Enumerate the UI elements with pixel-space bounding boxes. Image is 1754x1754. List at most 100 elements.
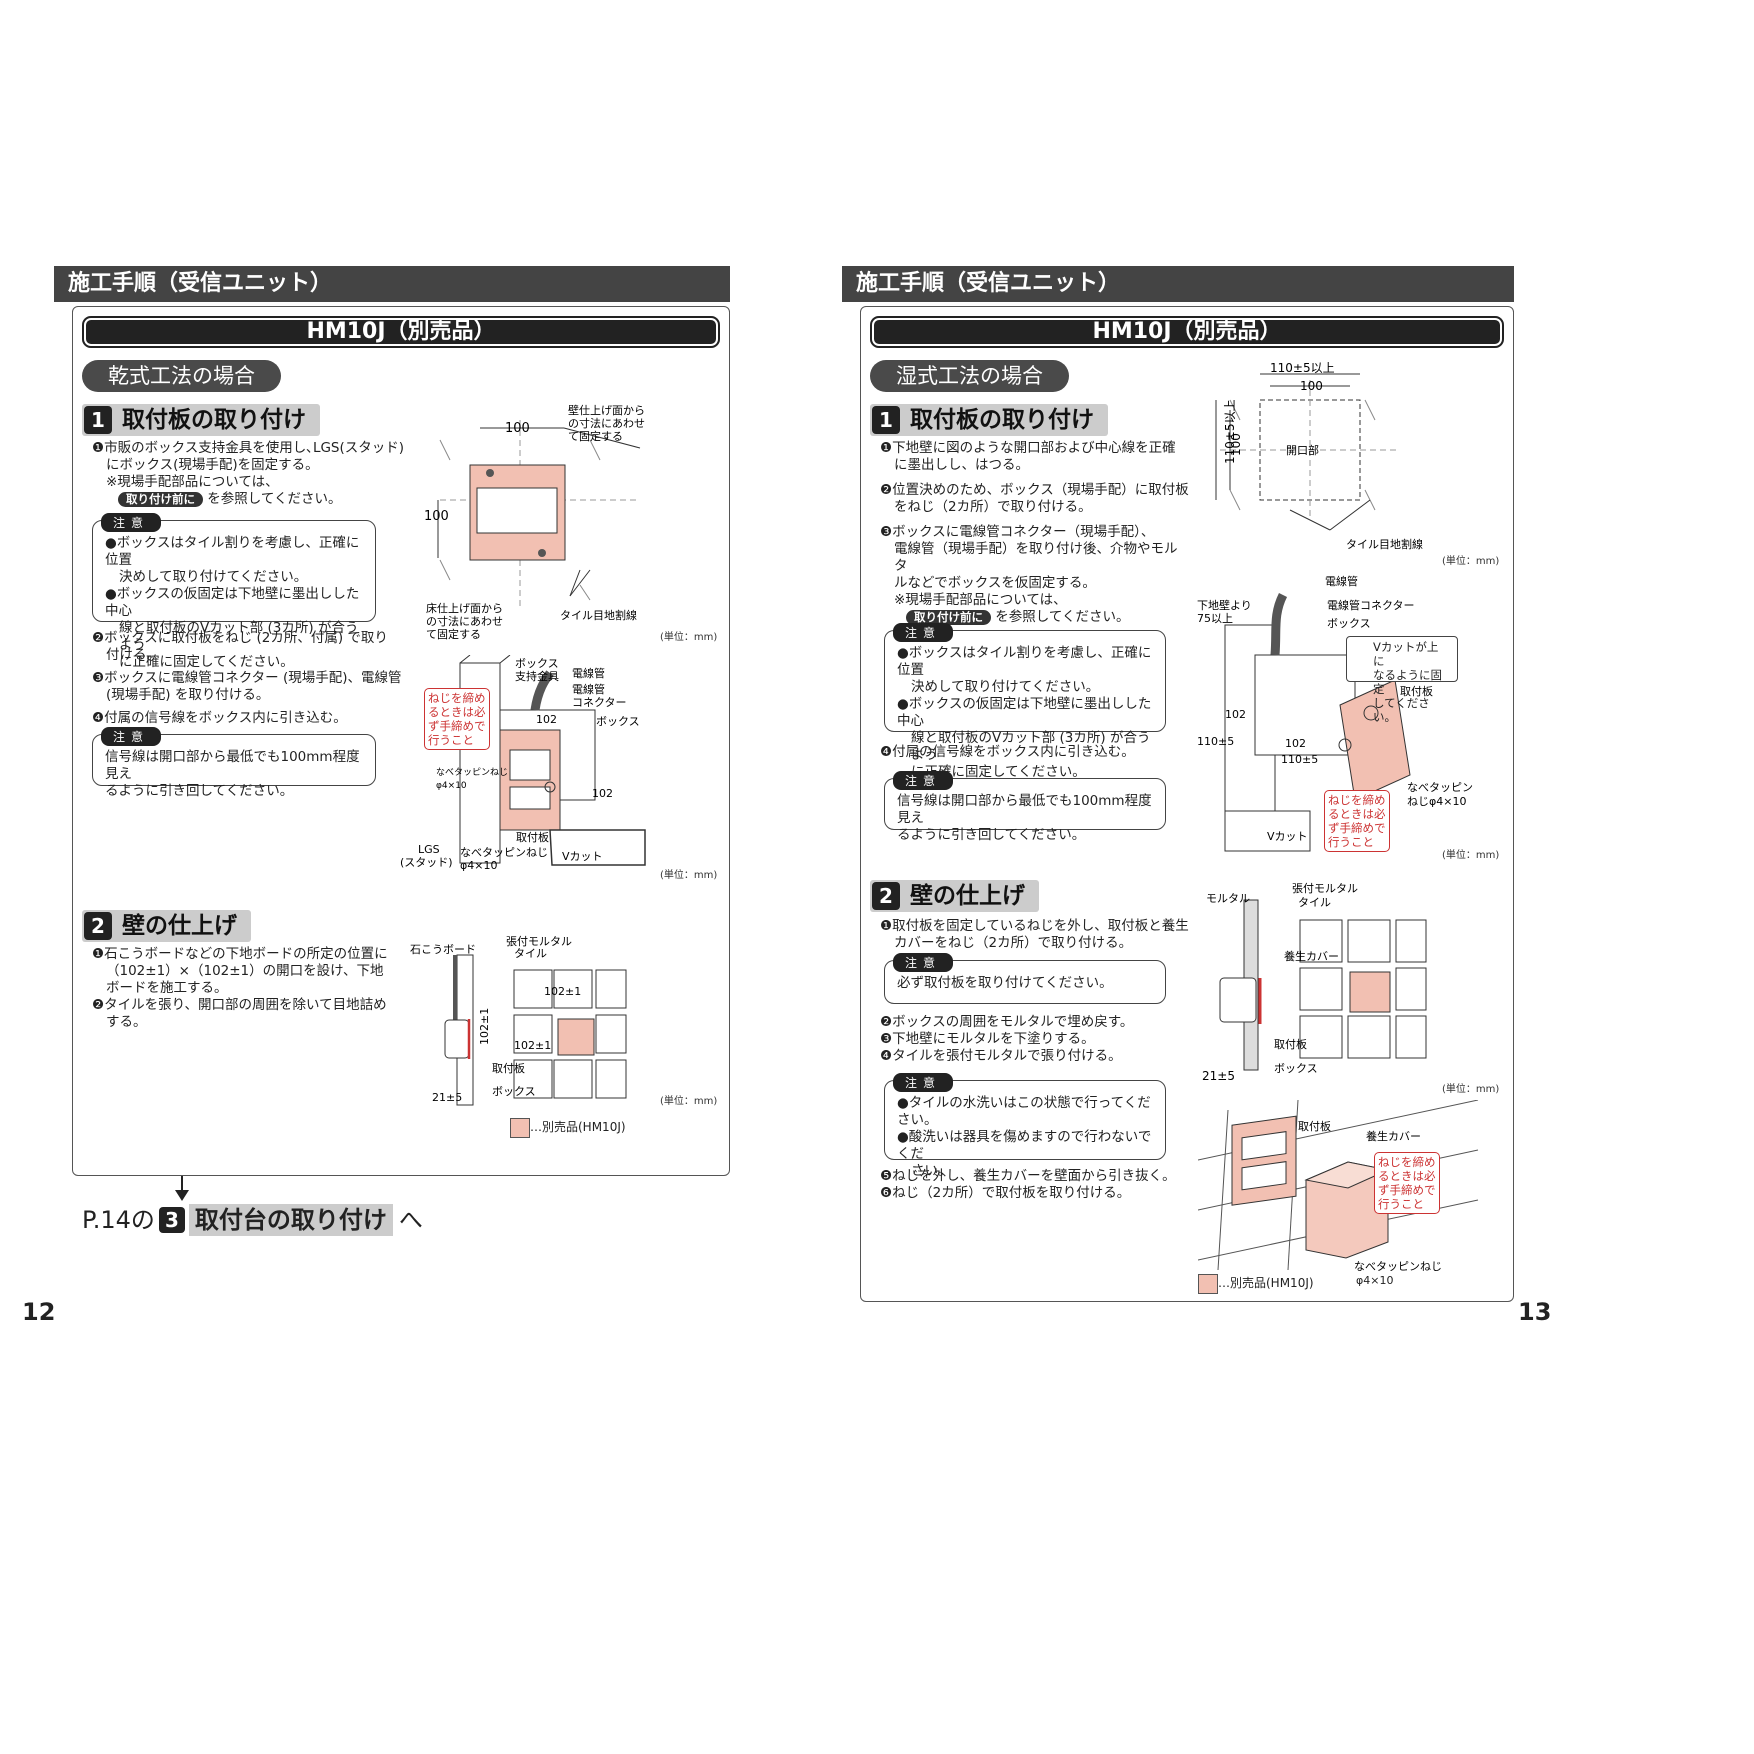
down-arrow-icon	[175, 1176, 189, 1201]
warning-callout: ねじを締めるときは必ず手締めで行うこと	[1374, 1152, 1440, 1214]
warning-callout: ねじを締めるときは必ず手締めで行うこと	[1324, 790, 1390, 852]
legend-swatch	[510, 1118, 530, 1138]
unit-label: (単位：mm)	[1442, 1084, 1500, 1095]
svg-text:下地壁より: 下地壁より	[1197, 598, 1252, 612]
svg-text:102: 102	[1285, 737, 1306, 750]
caution-box: 注意 ●タイルの水洗いはこの状態で行ってください。●酸洗いは器具を傷めますので行…	[884, 1073, 1166, 1179]
svg-text:102±1: 102±1	[478, 1008, 491, 1045]
unit-label: (単位：mm)	[660, 632, 718, 643]
step-heading: 2 壁の仕上げ	[82, 910, 251, 942]
instruction: ❶下地壁に図のような開口部および中心線を正確に墨出しし、はつる。 ❷位置決めのた…	[880, 440, 1189, 625]
svg-text:(スタッド): (スタッド)	[400, 856, 453, 869]
unit-label: (単位：mm)	[660, 870, 718, 881]
svg-text:石こうボード: 石こうボード	[410, 943, 476, 956]
svg-text:110±5以上: 110±5以上	[1270, 361, 1335, 375]
legend-label: …別売品(HM10J)	[1218, 1276, 1314, 1290]
svg-text:の寸法にあわせ: の寸法にあわせ	[426, 614, 503, 628]
section-header: 施工手順（受信ユニット）	[842, 266, 1514, 302]
method-label: 湿式工法の場合	[870, 360, 1069, 392]
warning-callout: ねじを締めるときは必ず手締めで行うこと	[424, 688, 490, 750]
step-heading: 1 取付板の取り付け	[82, 404, 320, 436]
svg-text:110±5: 110±5	[1197, 735, 1234, 748]
svg-text:ねじφ4×10: ねじφ4×10	[1407, 795, 1466, 808]
unit-label: (単位：mm)	[1442, 556, 1500, 567]
svg-text:なべタッピンねじ: なべタッピンねじ	[1354, 1260, 1442, 1273]
step-number: 2	[84, 912, 112, 940]
svg-text:取付板: 取付板	[1274, 1037, 1307, 1051]
svg-text:床仕上げ面から: 床仕上げ面から	[426, 601, 503, 615]
opening-dimension-diagram: 110±5以上 100 110±5以上 100 開口部 タイル目地割線	[1215, 361, 1423, 551]
svg-text:Vカット: Vカット	[1267, 830, 1308, 843]
svg-text:タイル目地割線: タイル目地割線	[560, 608, 637, 622]
svg-text:モルタル: モルタル	[1206, 892, 1250, 905]
method-label: 乾式工法の場合	[82, 360, 281, 392]
instruction: ❶取付板を固定しているねじを外し、取付板と養生カバーをねじ（2カ所）で取り付ける…	[880, 918, 1189, 951]
svg-text:取付板: 取付板	[1298, 1119, 1331, 1133]
svg-text:なべタッピン: なべタッピン	[1407, 781, 1473, 794]
instruction: ❷ボックスの周囲をモルタルで埋め戻す。❸下地壁にモルタルを下塗りする。❹タイルを…	[880, 1014, 1134, 1064]
svg-text:102: 102	[592, 787, 613, 800]
svg-text:102: 102	[1225, 708, 1246, 721]
svg-text:取付板: 取付板	[492, 1061, 525, 1075]
svg-text:75以上: 75以上	[1197, 612, 1233, 625]
svg-text:LGS: LGS	[418, 843, 440, 856]
unit-label: (単位：mm)	[1442, 850, 1500, 861]
instruction: ❶石こうボードなどの下地ボードの所定の位置に（102±1）×（102±1）の開口…	[92, 946, 388, 1030]
step-number: 2	[872, 882, 900, 910]
svg-text:102±1: 102±1	[544, 985, 581, 998]
wall-finish-diagram: 石こうボード 張付モルタル タイル 102±1 102±1 102±1 取付板 …	[410, 935, 627, 1106]
dim-text: 100	[424, 509, 449, 524]
svg-text:110±5: 110±5	[1281, 753, 1318, 766]
svg-text:支持金具: 支持金具	[515, 669, 559, 683]
svg-text:102: 102	[536, 713, 557, 726]
svg-text:張付モルタル: 張付モルタル	[506, 935, 572, 948]
svg-text:タイル目地割線: タイル目地割線	[1346, 537, 1423, 551]
svg-text:電線管: 電線管	[572, 682, 605, 696]
instruction: ❶市販のボックス支持金具を使用し､LGS(スタッド)にボックス(現場手配)を固定…	[92, 440, 405, 507]
svg-text:養生カバー: 養生カバー	[1284, 949, 1339, 963]
svg-text:て固定する: て固定する	[426, 627, 481, 640]
legend-label: …別売品(HM10J)	[530, 1120, 626, 1134]
box-assembly-diagram: 電線管 電線管コネクター ボックス 下地壁より 75以上 取付板 102 110…	[1197, 575, 1473, 852]
svg-text:電線管: 電線管	[572, 666, 605, 680]
svg-text:て固定する: て固定する	[568, 429, 623, 443]
svg-text:ボックス: ボックス	[492, 1085, 536, 1098]
page-number: 13	[1518, 1298, 1552, 1326]
svg-text:100: 100	[1229, 433, 1243, 456]
unit-label: (単位：mm)	[660, 1096, 718, 1107]
caution-box: 注意 ●ボックスはタイル割りを考慮し、正確に位置決めして取り付けてください。●ボ…	[884, 623, 1166, 780]
svg-text:110±5以上: 110±5以上	[1223, 399, 1237, 464]
page-number: 12	[22, 1298, 56, 1326]
svg-text:タイル: タイル	[1298, 896, 1331, 909]
dim-text: 100	[505, 421, 530, 436]
instruction: ❺ねじを外し、養生カバーを壁面から引き抜く。❻ねじ（2カ所）で取付板を取り付ける…	[880, 1168, 1176, 1201]
step-title: 取付板の取り付け	[910, 407, 1094, 433]
svg-text:100: 100	[1300, 379, 1323, 393]
vcut-callout: Vカットが上になるように固定してください。	[1346, 636, 1458, 724]
svg-text:21±5: 21±5	[1202, 1069, 1235, 1083]
svg-text:張付モルタル: 張付モルタル	[1292, 882, 1358, 895]
svg-text:ボックス: ボックス	[515, 657, 559, 670]
svg-text:なべタッピンねじ: なべタッピンねじ	[460, 846, 548, 859]
plate-dimension-diagram: 100 100 壁仕上げ面から の寸法にあわせ て固定する 床仕上げ面から の寸…	[424, 403, 645, 640]
svg-text:φ4×10: φ4×10	[436, 781, 467, 791]
svg-text:養生カバー: 養生カバー	[1366, 1129, 1421, 1143]
step-heading: 2 壁の仕上げ	[870, 880, 1039, 912]
svg-text:φ4×10: φ4×10	[460, 859, 497, 872]
svg-text:21±5: 21±5	[432, 1091, 462, 1104]
svg-text:の寸法にあわせ: の寸法にあわせ	[568, 416, 645, 430]
svg-text:壁仕上げ面から: 壁仕上げ面から	[568, 403, 645, 417]
svg-text:ボックス: ボックス	[596, 715, 640, 728]
ref-pill: 取り付け前に	[906, 610, 991, 625]
legend-swatch	[1198, 1274, 1218, 1294]
svg-text:ボックス: ボックス	[1327, 617, 1371, 630]
caution-box: 注意 信号線は開口部から最低でも100mm程度見えるように引き回してください。	[884, 771, 1166, 843]
box-assembly-diagram: ボックス 支持金具 電線管 電線管 コネクター ボックス なべタッピンねじ φ4…	[400, 655, 646, 872]
caution-box: 注意 信号線は開口部から最低でも100mm程度見えるように引き回してください。	[92, 727, 376, 799]
next-step-link[interactable]: P.14の 3 取付台の取り付け へ	[82, 1204, 423, 1236]
section-header: 施工手順（受信ユニット）	[54, 266, 730, 302]
svg-text:電線管: 電線管	[1325, 575, 1358, 588]
step-heading: 1 取付板の取り付け	[870, 404, 1108, 436]
ref-pill: 取り付け前に	[118, 492, 203, 507]
model-title: HM10J（別売品）	[870, 316, 1504, 348]
